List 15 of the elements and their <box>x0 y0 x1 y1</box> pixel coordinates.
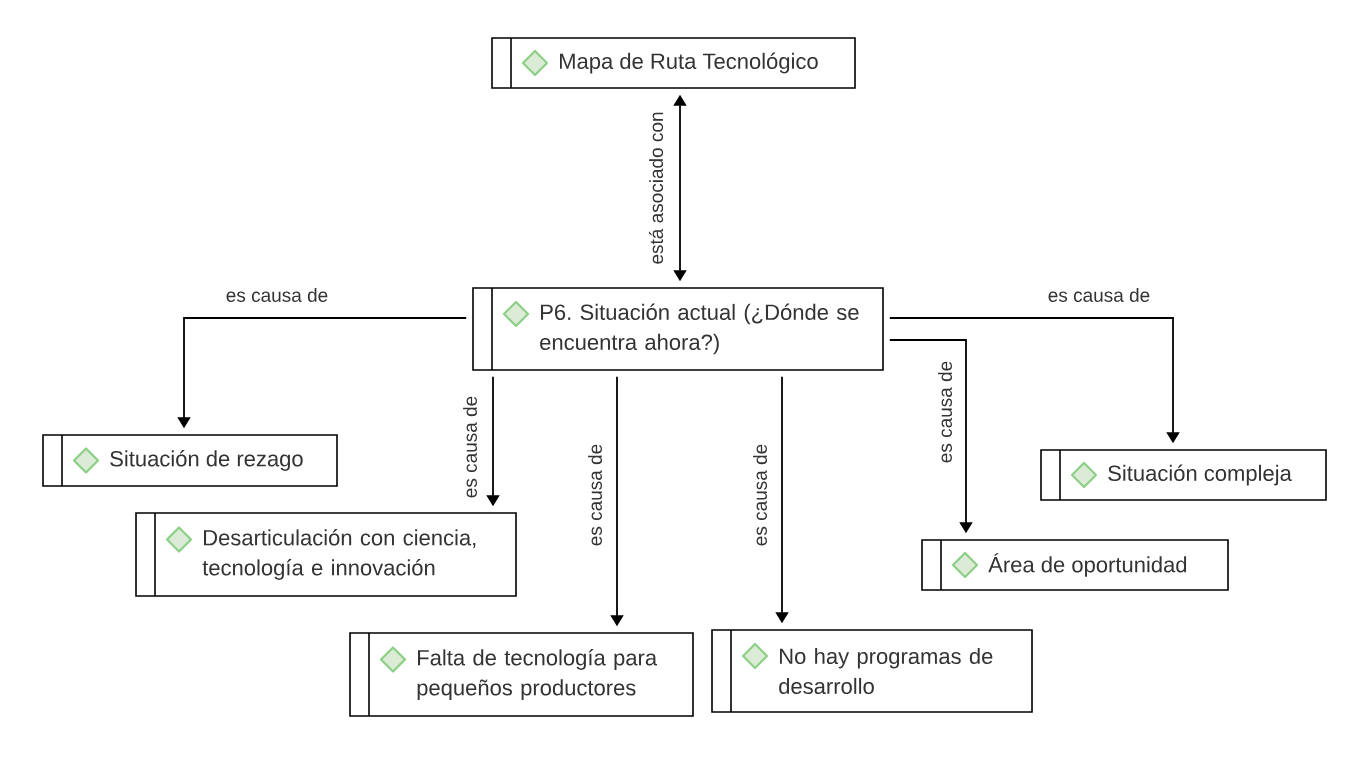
edge-label: es causa de <box>586 442 604 548</box>
edge-label: es causa de <box>224 286 330 304</box>
concept-box: Falta de tecnología para pequeños productores <box>349 632 694 717</box>
edge-label: es causa de <box>936 359 954 465</box>
concept-box: Situación de rezago <box>42 434 338 487</box>
edge-label: es causa de <box>751 442 769 548</box>
concept-box: Situación compleja <box>1040 449 1327 501</box>
concept-box: Área de oportunidad <box>921 539 1229 591</box>
concept-box: No hay programas de desarrollo <box>711 629 1033 713</box>
edge-label: es causa de <box>1046 286 1152 304</box>
concept-box: Mapa de Ruta Tecnológico <box>491 37 856 89</box>
concept-box: Desarticulación con ciencia, tecnología e innovación <box>135 512 517 597</box>
edge-label: está asociado con <box>647 109 665 267</box>
edge-label: es causa de <box>461 394 479 500</box>
concept-box: P6. Situación actual (¿Dónde se encuentra ahora?) <box>472 287 884 371</box>
